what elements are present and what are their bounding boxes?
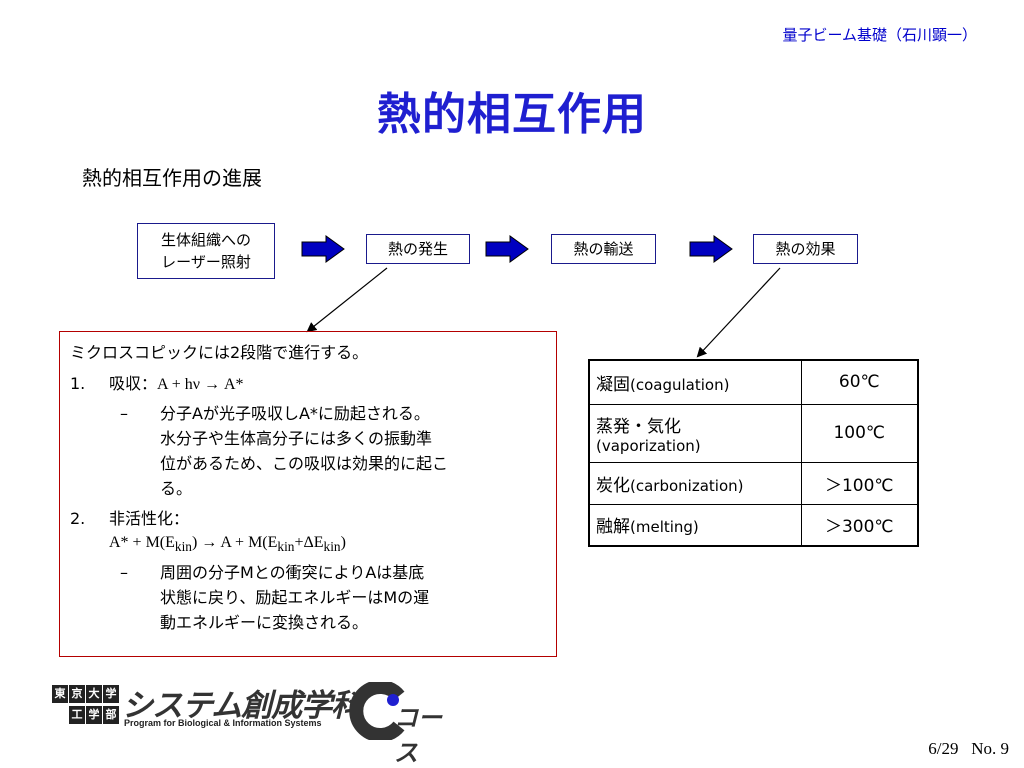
eq-part: ) <box>340 534 346 551</box>
step2-label: 非活性化： <box>109 509 190 528</box>
eq-sub: kin <box>277 539 295 555</box>
table-cell-temperature: 60℃ <box>800 359 919 405</box>
thermal-effects-table: 凝固(coagulation) 60℃ 蒸発・気化(vaporization) … <box>588 359 919 547</box>
table-row: 凝固(coagulation) 60℃ <box>588 359 919 405</box>
effect-jp: 凝固 <box>596 374 630 395</box>
slide-subtitle: 熱的相互作用の進展 <box>82 166 262 190</box>
step2-dash: – <box>120 563 128 582</box>
table-cell-effect: 融解(melting) <box>588 503 802 547</box>
step1-line1: 分子Aが光子吸収しA*に励起される。 <box>160 404 430 423</box>
step1-dash: – <box>120 404 128 423</box>
step2-number: 2. <box>70 509 86 528</box>
step1-number: 1. <box>70 374 86 393</box>
step1-label: 吸収： <box>109 374 158 393</box>
effect-en: (carbonization) <box>630 476 744 495</box>
right-arrow-icon <box>689 235 733 263</box>
badge-char: 大 <box>86 685 102 703</box>
table-cell-temperature: 100℃ <box>800 403 919 463</box>
flow-step-irradiation: 生体組織への レーザー照射 <box>137 223 275 279</box>
page-number: No. 9 <box>971 739 1009 758</box>
table-row: 融解(melting) ＞300℃ <box>588 503 919 547</box>
step1-line2: 水分子や生体高分子には多くの振動準 <box>160 429 433 448</box>
table-cell-effect: 炭化(carbonization) <box>588 461 802 505</box>
effect-en: (vaporization) <box>596 436 701 455</box>
flow-step-heat-generation-label: 熱の発生 <box>387 240 448 258</box>
eq-part: +ΔE <box>294 534 324 551</box>
effect-en: (coagulation) <box>630 375 730 394</box>
step2-line1: 周囲の分子Mとの衝突によりAは基底 <box>160 563 425 582</box>
mechanism-box <box>59 331 557 657</box>
step1-heading: 吸収：A + hν → A* <box>109 372 244 396</box>
eq-part: A* + M(E <box>109 534 175 551</box>
badge-char: 部 <box>103 706 119 724</box>
flow-step-irradiation-line2: レーザー照射 <box>161 253 251 271</box>
footer-date: 6/29 <box>928 739 959 758</box>
course-title: 量子ビーム基礎（石川顕一） <box>782 26 977 44</box>
step2-line2: 状態に戻り、励起エネルギーはMの運 <box>160 588 430 607</box>
right-arrow-icon <box>485 235 529 263</box>
flow-step-heat-generation: 熱の発生 <box>366 234 470 264</box>
flow-step-heat-effect-label: 熱の効果 <box>775 240 836 258</box>
table-cell-effect: 凝固(coagulation) <box>588 359 802 405</box>
logo-department-name: システム創成学科 <box>122 688 362 724</box>
right-arrow-icon <box>301 235 345 263</box>
effect-jp: 炭化 <box>596 475 630 496</box>
flow-step-irradiation-line1: 生体組織への <box>160 231 251 249</box>
university-badge: 東 京 大 学 工 学 部 <box>52 685 119 727</box>
logo-english-name: Program for Biological & Information Sys… <box>124 718 322 728</box>
slide-title: 熱的相互作用 <box>377 89 647 140</box>
step1-line4: る。 <box>160 479 193 498</box>
logo-dot <box>387 694 399 706</box>
logo-course: コース <box>394 704 442 767</box>
badge-char: 工 <box>69 706 85 724</box>
table-cell-effect: 蒸発・気化(vaporization) <box>588 403 802 463</box>
footer: 6/29 No. 9 <box>928 739 1009 759</box>
table-cell-temperature: ＞100℃ <box>800 461 919 505</box>
flow-step-heat-effect: 熱の効果 <box>753 234 858 264</box>
badge-char: 学 <box>86 706 102 724</box>
effect-jp: 融解 <box>596 517 630 538</box>
table-row: 炭化(carbonization) ＞100℃ <box>588 461 919 505</box>
pointer-line-generation <box>306 267 388 333</box>
department-logo: 東 京 大 学 工 学 部 システム創成学科 Program for Biolo… <box>42 682 460 767</box>
logo-c-mark <box>349 682 405 740</box>
mechanism-intro: ミクロスコピックには2段階で進行する。 <box>70 343 369 362</box>
badge-char: 東 <box>52 685 68 703</box>
flow-step-heat-transport: 熱の輸送 <box>551 234 656 264</box>
table-row: 蒸発・気化(vaporization) 100℃ <box>588 403 919 463</box>
eq-sub: kin <box>174 539 192 555</box>
effect-jp: 蒸発・気化 <box>596 416 681 437</box>
badge-char: 学 <box>103 685 119 703</box>
step2-equation: A* + M(Ekin) → A + M(Ekin+ΔEkin) <box>109 531 346 558</box>
flow-step-heat-transport-label: 熱の輸送 <box>573 240 634 258</box>
effect-en: (melting) <box>630 518 699 537</box>
badge-char: 京 <box>69 685 85 703</box>
step2-line3: 動エネルギーに変換される。 <box>160 613 369 632</box>
eq-part: ) → A + M(E <box>191 534 278 551</box>
pointer-line-effect <box>696 267 781 358</box>
table-cell-temperature: ＞300℃ <box>800 503 919 547</box>
step1-equation: A + hν → A* <box>157 376 244 393</box>
step1-line3: 位があるため、この吸収は効果的に起こ <box>160 454 449 473</box>
eq-sub: kin <box>323 539 341 555</box>
